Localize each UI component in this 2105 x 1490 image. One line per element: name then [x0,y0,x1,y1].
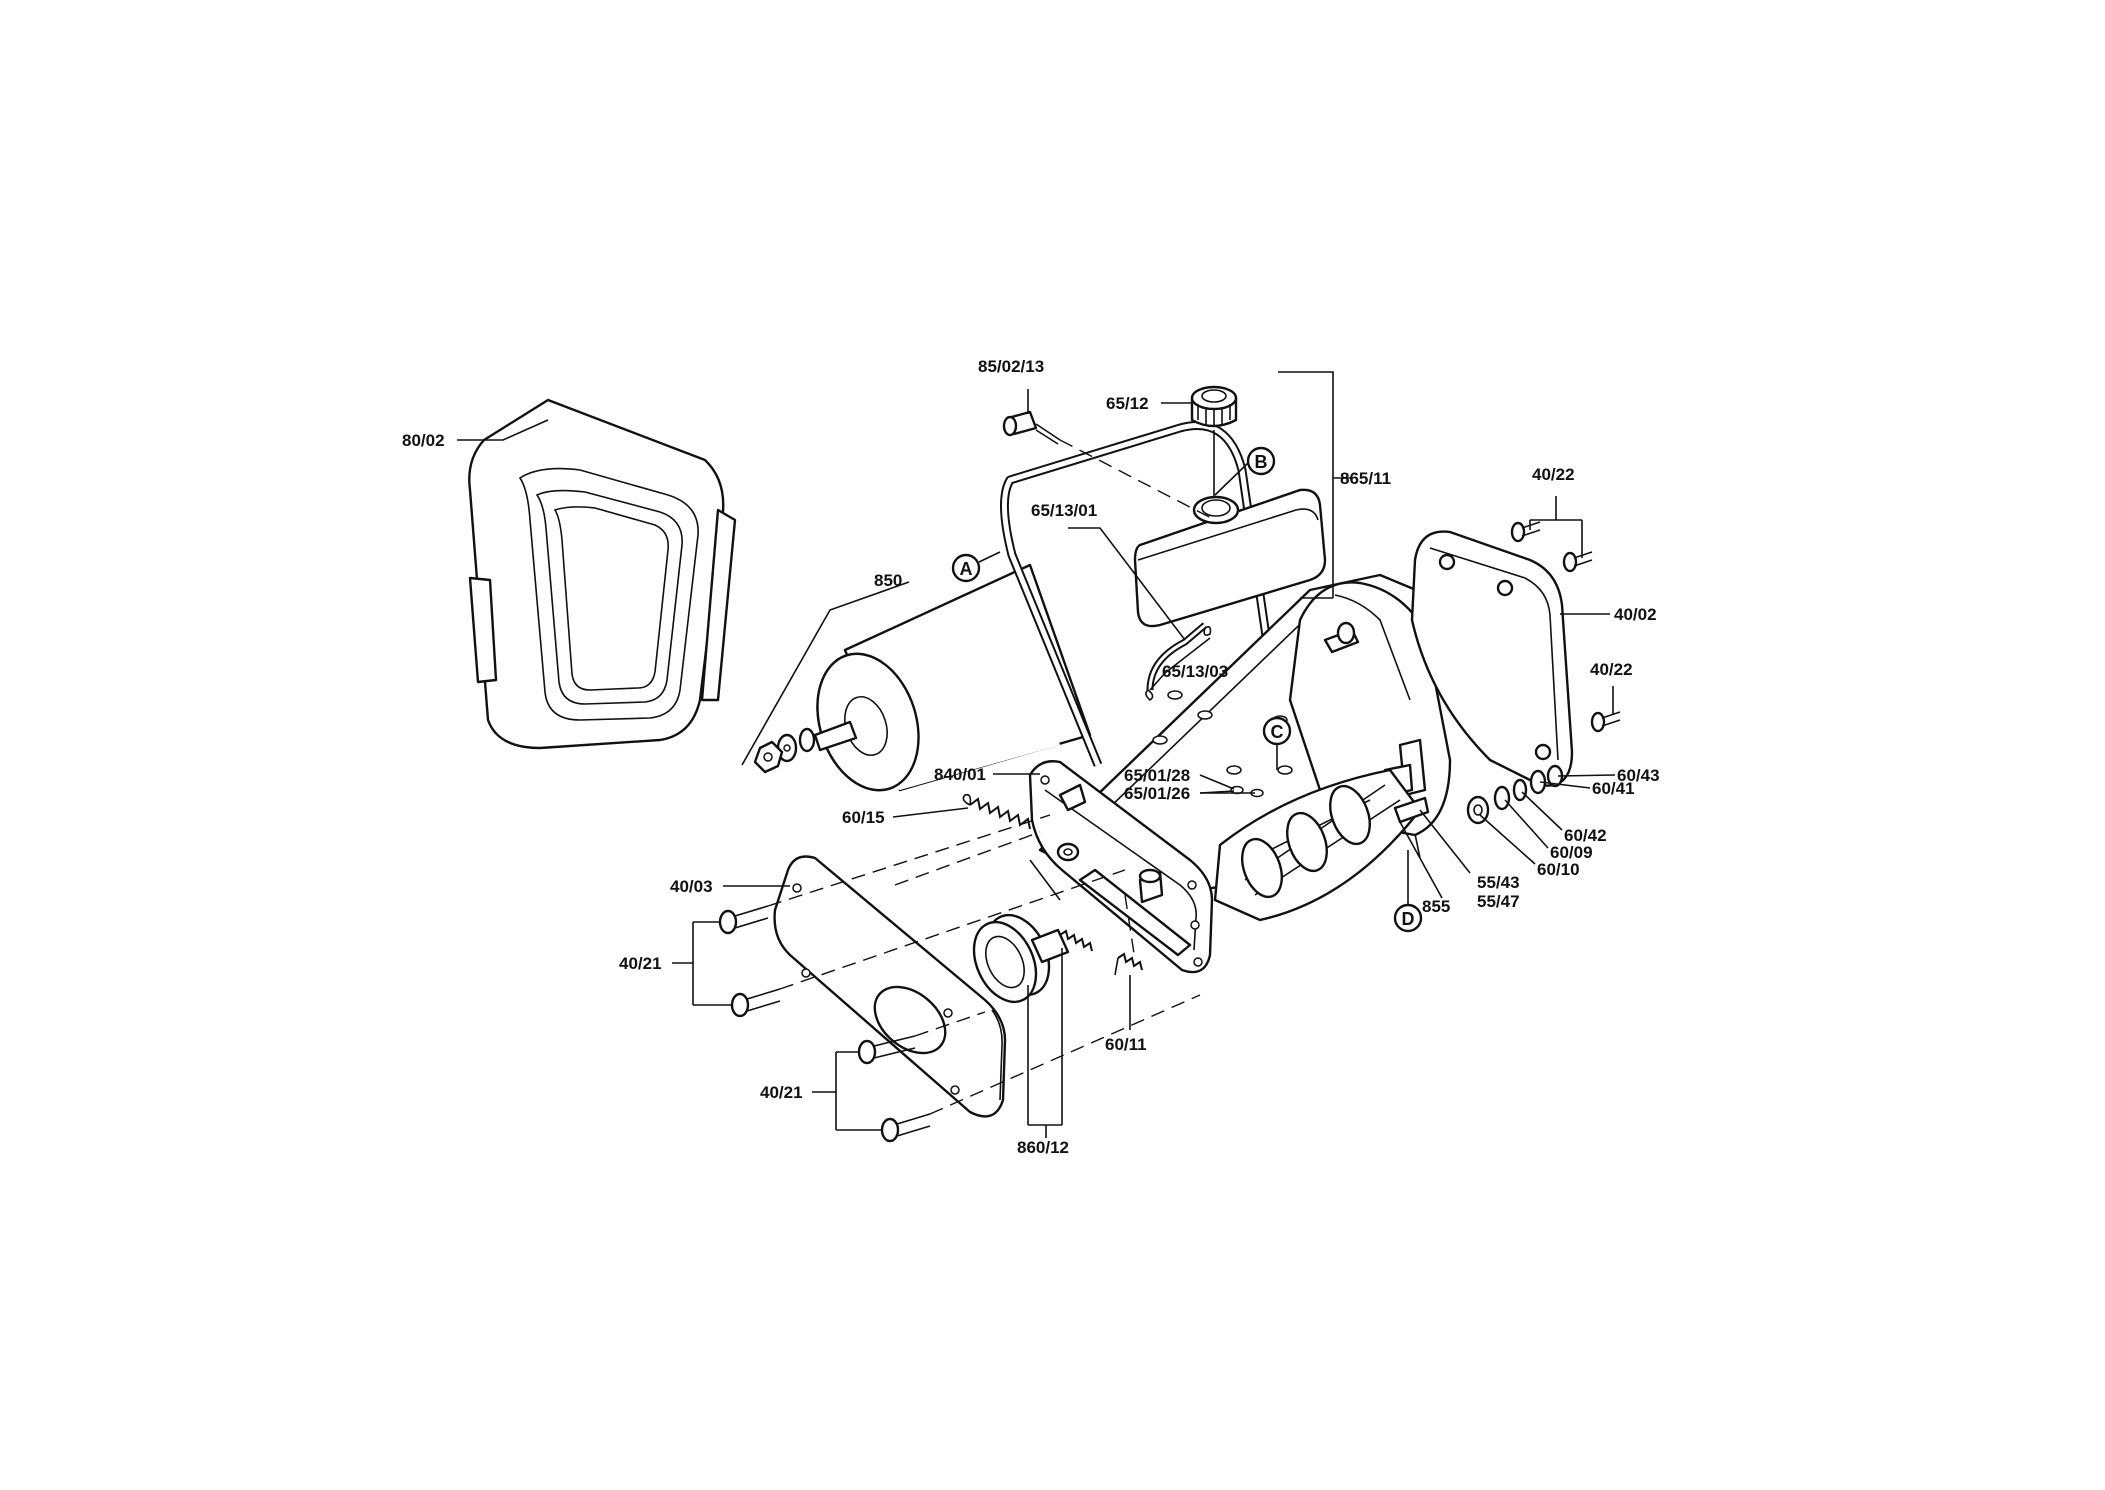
label-850: 850 [874,571,902,590]
grass-box [468,398,737,750]
cutter-housing [1038,573,1452,902]
part-labels: 85/02/13 65/12 865/11 80/02 65/13/01 850… [402,357,1660,1157]
screw-icon [718,410,1621,1143]
label-60-11: 60/11 [1105,1035,1147,1054]
callout-d-letter: D [1402,909,1415,929]
label-55-43: 55/43 [1477,873,1520,892]
label-840-01: 840/01 [934,765,986,784]
rear-roller [753,563,1092,792]
callout-a-letter: A [960,559,973,579]
label-60-42: 60/42 [1564,826,1607,845]
callout-d: D [1393,850,1423,933]
callout-b-letter: B [1255,452,1268,472]
label-60-09: 60/09 [1550,843,1593,862]
washer-icon [1466,764,1564,825]
label-60-10: 60/10 [1537,860,1580,879]
leader-lines [457,371,1616,1138]
fuel-pipe [1145,622,1212,702]
label-855: 855 [1422,897,1450,916]
right-cover-plate [1410,530,1574,787]
filler-cap-icon [1190,385,1238,428]
fuel-tank [1133,488,1327,628]
label-40-21-top: 40/21 [619,954,662,973]
end-cover-plate [773,855,1007,1118]
label-40-02: 40/02 [1614,605,1657,624]
bearing-icon [972,913,1070,1004]
label-55-47: 55/47 [1477,892,1520,911]
label-60-43: 60/43 [1617,766,1660,785]
callout-b: B [1214,446,1276,496]
cutting-cylinder [1213,768,1430,922]
label-80-02: 80/02 [402,431,445,450]
callout-a: A [951,551,1001,583]
label-65-01-26: 65/01/26 [1124,784,1190,803]
label-60-41: 60/41 [1592,779,1635,798]
label-85-02-13: 85/02/13 [978,357,1044,376]
assembly-lines [767,439,1216,1115]
label-60-15: 60/15 [842,808,885,827]
label-40-21-bottom: 40/21 [760,1083,803,1102]
label-860-12: 860/12 [1017,1138,1069,1157]
label-65-13-03: 65/13/03 [1162,662,1228,681]
side-plate-840-01 [1028,760,1214,974]
roller-washer-icon [753,727,816,774]
callout-c: C [1262,716,1292,770]
label-65-01-28: 65/01/28 [1124,766,1190,785]
label-865-11: 865/11 [1340,469,1391,488]
label-40-22-top: 40/22 [1532,465,1575,484]
label-65-12: 65/12 [1106,394,1149,413]
label-40-22-mid: 40/22 [1590,660,1633,679]
spring-icon [962,793,1143,976]
callout-c-letter: C [1271,722,1284,742]
label-40-03: 40/03 [670,877,713,896]
label-65-13-01: 65/13/01 [1031,501,1097,520]
